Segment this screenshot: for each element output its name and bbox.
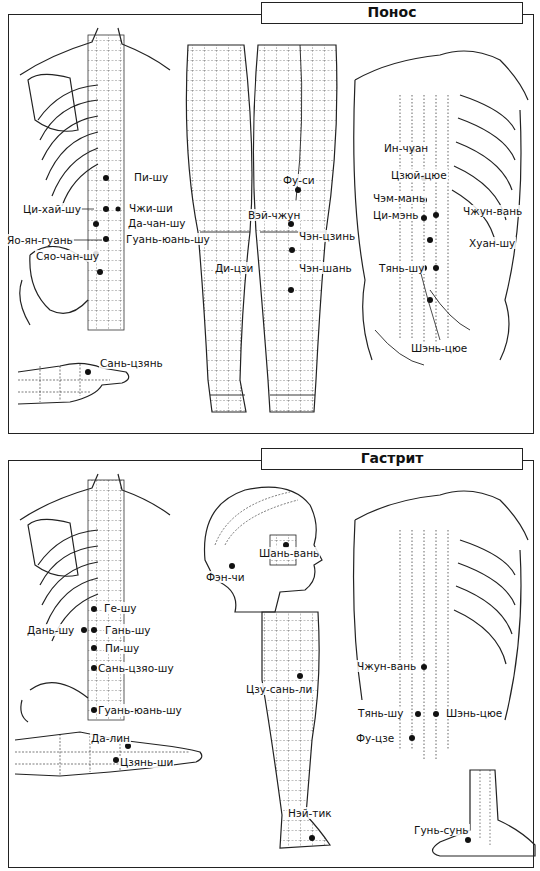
point-label: Сань-цзяо-шу — [97, 662, 175, 674]
panel-two-art — [15, 474, 535, 856]
point-label: Чэн-цзинь — [298, 230, 356, 242]
point-label: Гунь-сунь — [413, 824, 470, 836]
point-label: Шэнь-цюе — [445, 707, 503, 719]
point-label: Гань-шу — [104, 624, 152, 636]
point-label: Ин-чуан — [383, 142, 429, 154]
panel-title: Понос — [261, 2, 523, 24]
point-label: Чэн-шань — [298, 262, 353, 274]
point-label: Шань-вань — [258, 547, 320, 559]
point-label: Ди-цзи — [214, 262, 254, 274]
point-label: Ци-хай-шу — [22, 203, 82, 215]
point-label: Да-чан-шу — [127, 217, 187, 229]
point-label: Гуань-юань-шу — [97, 704, 183, 716]
point-label: Цзянь-ши — [119, 756, 174, 768]
point-label: Гуань-юань-шу — [125, 233, 211, 245]
point-label: Тянь-шу — [357, 707, 404, 719]
point-label: Чжи-ши — [128, 202, 174, 214]
point-label: Шэнь-цюе — [410, 342, 468, 354]
point-label: Ге-шу — [103, 602, 137, 614]
point-label: Хуан-шу — [468, 237, 516, 249]
point-label: Фу-си — [282, 174, 316, 186]
point-label: Цзюй-цюе — [390, 169, 448, 181]
point-label: Чжун-вань — [356, 660, 417, 672]
point-label: Фэн-чи — [205, 571, 245, 583]
point-label: Ци-мэнь — [372, 209, 420, 221]
point-label: Пи-шу — [104, 642, 140, 654]
panel-one-art — [18, 28, 528, 412]
point-label: Нэй-тик — [287, 807, 333, 819]
point-label: Яо-ян-гуань — [6, 234, 74, 246]
panel-frame: Понос — [8, 14, 534, 434]
point-label: Дань-шу — [26, 624, 75, 636]
point-label: Фу-цзе — [355, 732, 395, 744]
panel-frame: Гастрит — [8, 460, 534, 868]
point-label: Тянь-шу — [378, 262, 425, 274]
point-label: Пи-шу — [133, 171, 169, 183]
point-label: Чжун-вань — [462, 205, 523, 217]
point-label: Сяо-чан-шу — [35, 250, 100, 262]
point-label: Вэй-чжун — [247, 209, 301, 221]
panel-title: Гастрит — [261, 448, 523, 470]
point-label: Цзу-сань-ли — [245, 683, 313, 695]
point-label: Да-лин — [90, 732, 131, 744]
point-label: Сань-цзянь — [99, 357, 164, 369]
point-label: Чэм-мань — [372, 192, 426, 204]
